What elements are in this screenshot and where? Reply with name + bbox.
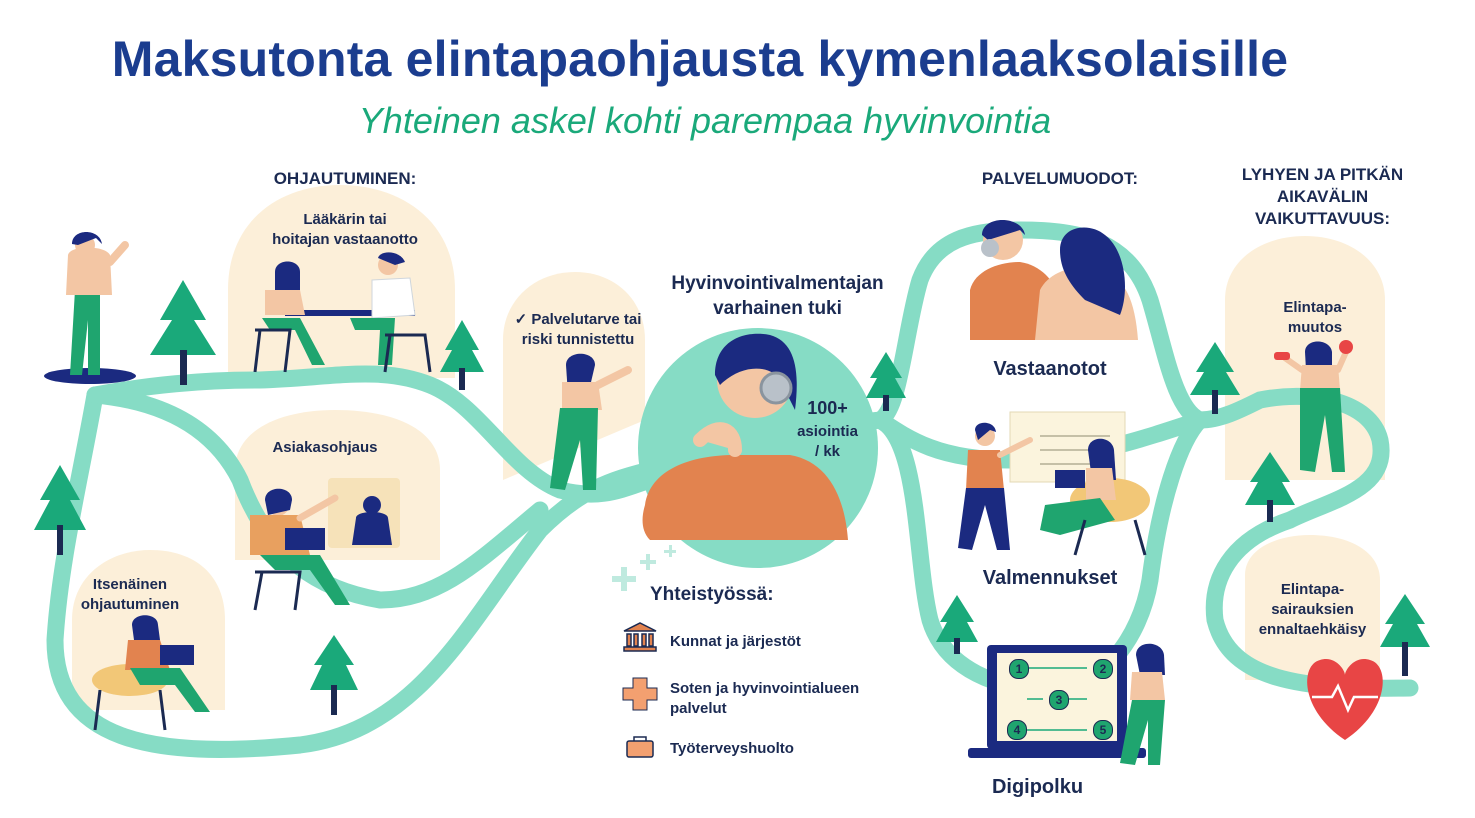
guidance-scene xyxy=(250,478,400,611)
digipolku-step: 5 xyxy=(1093,720,1113,740)
center-agent-hair xyxy=(715,333,797,410)
bubble-ehkaisy xyxy=(1245,535,1380,680)
plus-icon xyxy=(612,545,676,591)
section-ohjautuminen: OHJAUTUMINEN: xyxy=(273,169,417,188)
section-palvelumuodot: PALVELUMUODOT: xyxy=(981,169,1139,188)
partners-heading: Yhteistyössä: xyxy=(650,584,774,605)
digipolku-steps: 1 2 3 4 5 xyxy=(1007,659,1113,740)
tree-icon xyxy=(34,465,86,555)
person-figure xyxy=(1274,340,1353,472)
center-title: Hyvinvointivalmentajan varhainen tuki xyxy=(671,273,884,319)
center-agent-body xyxy=(642,455,848,540)
page-title: Maksutonta elintapaohjausta kymenlaaksol… xyxy=(111,31,1289,87)
step-palvelutarve: ✓ Palvelutarve tai riski tunnistettu xyxy=(514,311,642,348)
headset-icon xyxy=(759,371,793,405)
partner-tyoterveys: Työterveyshuolto xyxy=(670,740,794,757)
partner-sote: Soten ja hyvinvointialueen palvelut xyxy=(670,680,860,717)
tree-icon xyxy=(866,352,906,411)
tree-icon xyxy=(440,320,484,390)
visit-count: 100+ xyxy=(807,398,848,418)
building-icon xyxy=(623,622,657,652)
section-vaikuttavuus: LYHYEN JA PITKÄN AIKAVÄLIN VAIKUTTAVUUS: xyxy=(1241,165,1404,228)
tree-icon xyxy=(150,280,216,385)
coaching-scene xyxy=(958,411,1150,556)
person-figure xyxy=(1120,643,1165,765)
reception-scene xyxy=(970,220,1138,340)
visit-count-unit: asiointia / kk xyxy=(797,423,858,460)
digipolku-step: 3 xyxy=(1049,690,1069,710)
step-laakari: Lääkärin tai hoitajan vastaanotto xyxy=(272,211,418,248)
digipolku-arrows xyxy=(1027,667,1087,731)
path-network xyxy=(46,221,1419,758)
service-vastaanotot: Vastaanotot xyxy=(993,358,1107,380)
tree-icon xyxy=(1190,342,1240,414)
person-figure xyxy=(66,232,129,375)
briefcase-icon xyxy=(626,736,654,758)
hole-shape xyxy=(44,368,136,384)
bubble-elintapamuutos xyxy=(1225,236,1385,480)
tree-icon xyxy=(936,595,978,654)
heart-icon xyxy=(1307,658,1383,740)
cross-icon xyxy=(622,677,658,711)
outcome-ehkaisy: Elintapa- sairauksien ennaltaehkäisy xyxy=(1258,581,1367,638)
page-subtitle: Yhteinen askel kohti parempaa hyvinvoint… xyxy=(358,100,1052,141)
digipolku-step: 2 xyxy=(1093,659,1113,679)
service-digipolku: Digipolku xyxy=(991,776,1084,798)
tree-icon xyxy=(310,635,358,715)
consultation-scene xyxy=(253,252,432,373)
step-asiakasohjaus: Asiakasohjaus xyxy=(272,439,378,456)
person-figure xyxy=(550,353,632,490)
tree-icon xyxy=(1380,594,1430,676)
partner-kunnat: Kunnat ja järjestöt xyxy=(670,633,801,650)
tree-icon xyxy=(1245,452,1295,522)
digipolku-step: 1 xyxy=(1009,659,1029,679)
dumbbell-icon xyxy=(1274,352,1290,360)
digipolku-step: 4 xyxy=(1007,720,1027,740)
apple-icon xyxy=(1339,340,1353,354)
self-guided-scene xyxy=(92,615,210,731)
step-itsenainen: Itsenäinen ohjautuminen xyxy=(80,576,180,613)
service-valmennukset: Valmennukset xyxy=(982,567,1118,589)
outcome-elintapamuutos: Elintapa- muutos xyxy=(1283,299,1347,336)
